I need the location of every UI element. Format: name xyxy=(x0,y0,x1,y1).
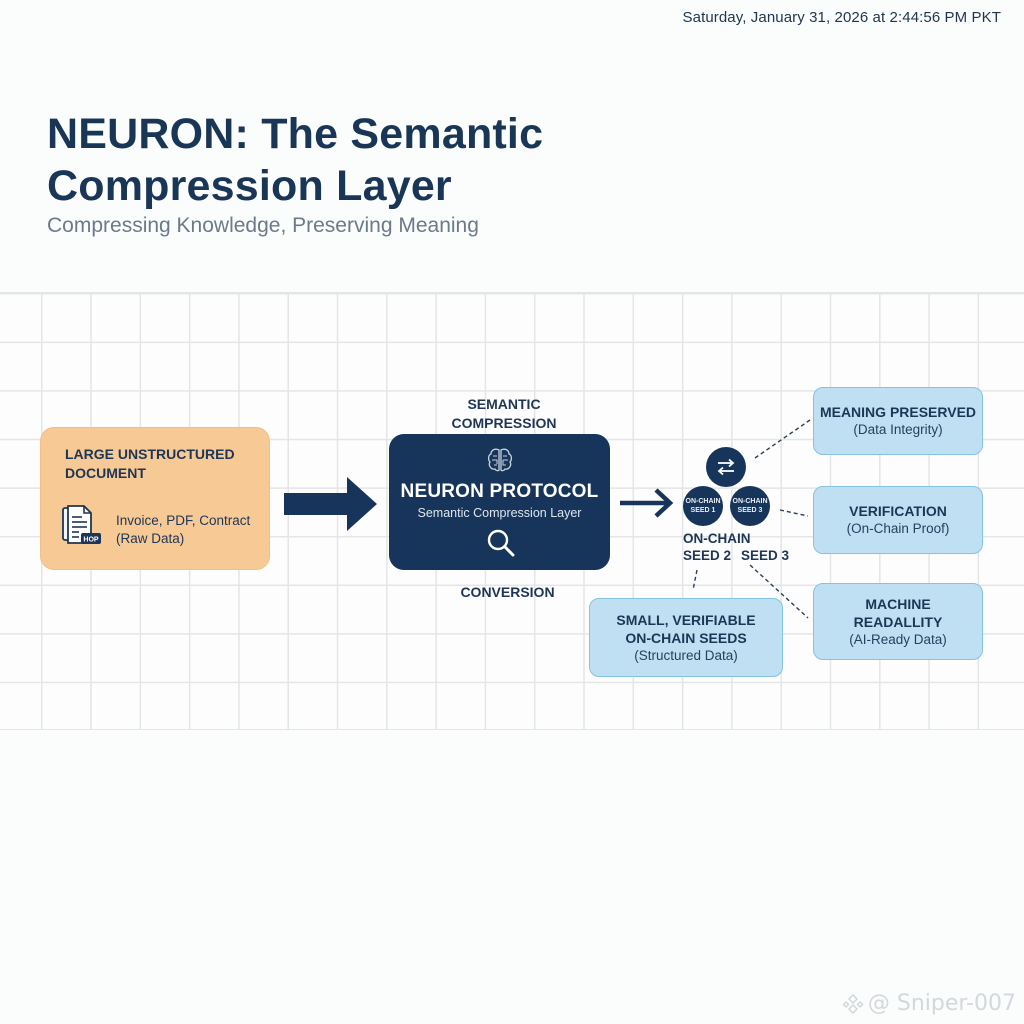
seed-arrow-icon xyxy=(620,488,674,518)
seed-2-line-2: SEED 3 xyxy=(737,507,763,514)
watermark: @ Sniper-007 xyxy=(842,991,1016,1016)
brain-icon xyxy=(487,448,513,472)
verification-subtitle: (On-Chain Proof) xyxy=(846,521,950,536)
input-title-line-2: DOCUMENT xyxy=(65,465,146,481)
swap-arrows-icon xyxy=(717,458,735,476)
seed-circle-1: ON-CHAIN SEED 1 xyxy=(683,486,723,526)
seed-2-line-1: ON-CHAIN xyxy=(732,498,768,505)
input-document-title: LARGE UNSTRUCTURED DOCUMENT xyxy=(65,445,235,483)
neuron-protocol-box: NEURON PROTOCOL Semantic Compression Lay… xyxy=(389,434,610,570)
swap-circle xyxy=(706,447,746,487)
neuron-protocol-title: NEURON PROTOCOL xyxy=(400,481,599,502)
seed-label-line-1: ON-CHAIN xyxy=(683,531,751,546)
output-machine-readability: MACHINE READALLITY (AI-Ready Data) xyxy=(813,583,983,660)
watermark-text: @ Sniper-007 xyxy=(867,991,1016,1016)
input-document-box: LARGE UNSTRUCTURED DOCUMENT HOP Invoice,… xyxy=(40,427,270,570)
input-desc-line-2: (Raw Data) xyxy=(116,531,185,546)
magnifier-icon xyxy=(487,529,515,557)
seed-1-line-1: ON-CHAIN xyxy=(685,498,721,505)
page-subtitle: Compressing Knowledge, Preserving Meanin… xyxy=(47,214,479,237)
machine-title-line-2: READALLITY xyxy=(853,613,943,630)
machine-title-line-1: MACHINE xyxy=(865,595,931,612)
output-verification: VERIFICATION (On-Chain Proof) xyxy=(813,486,983,554)
seed-label-seed-2: SEED 2 xyxy=(683,548,732,563)
seeds-title-line-1: SMALL, VERIFIABLE xyxy=(616,611,756,628)
document-icon: HOP xyxy=(62,505,101,544)
on-chain-seeds-label: ON-CHAIN SEED 2 SEED 3 xyxy=(683,530,789,564)
title-line-1: NEURON: The Semantic xyxy=(47,110,544,158)
output-small-verifiable-seeds: SMALL, VERIFIABLE ON-CHAIN SEEDS (Struct… xyxy=(589,598,783,677)
input-desc-line-1: Invoice, PDF, Contract xyxy=(116,513,251,528)
output-meaning-preserved: MEANING PRESERVED (Data Integrity) xyxy=(813,387,983,455)
meaning-preserved-title: MEANING PRESERVED xyxy=(819,404,977,420)
machine-subtitle: (AI-Ready Data) xyxy=(849,631,947,647)
timestamp: Saturday, January 31, 2026 at 2:44:56 PM… xyxy=(682,9,1001,26)
seeds-subtitle: (Structured Data) xyxy=(634,647,738,663)
neuron-protocol-subtitle: Semantic Compression Layer xyxy=(417,506,582,520)
seed-1-line-2: SEED 1 xyxy=(690,507,716,514)
input-title-line-1: LARGE UNSTRUCTURED xyxy=(65,446,235,462)
diamond-logo-icon xyxy=(842,993,864,1014)
seed-label-seed-3: SEED 3 xyxy=(741,548,790,563)
verification-title: VERIFICATION xyxy=(849,503,947,519)
page-title: NEURON: The Semantic Compression Layer xyxy=(47,108,543,212)
input-document-description: Invoice, PDF, Contract (Raw Data) xyxy=(116,512,250,548)
meaning-preserved-subtitle: (Data Integrity) xyxy=(853,422,943,437)
semantic-label-line-2: COMPRESSION xyxy=(451,415,557,431)
semantic-compression-label: SEMANTIC COMPRESSION xyxy=(445,395,563,433)
flow-arrow-icon xyxy=(284,477,377,531)
semantic-label-line-1: SEMANTIC xyxy=(467,396,541,412)
seeds-title-line-2: ON-CHAIN SEEDS xyxy=(625,629,747,646)
conversion-label: CONVERSION xyxy=(460,584,555,600)
title-line-2: Compression Layer xyxy=(47,162,452,210)
seed-circle-2: ON-CHAIN SEED 3 xyxy=(730,486,770,526)
document-icon-tag: HOP xyxy=(83,537,99,544)
